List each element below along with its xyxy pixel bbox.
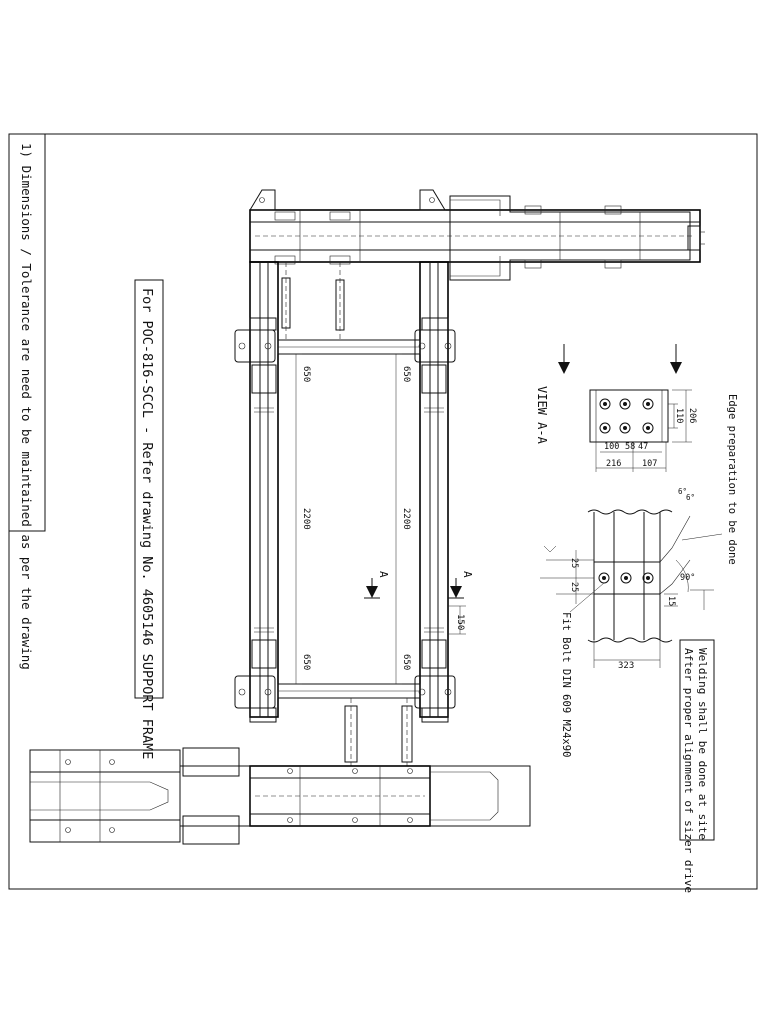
- reference-note: For POC-816-SCCL - Refer drawing No. 460…: [139, 288, 155, 759]
- view-aa-plate: [589, 389, 669, 443]
- angle-6-upper: 6°: [686, 493, 695, 502]
- general-note: 1) Dimensions / Tolerance are need to be…: [19, 143, 34, 670]
- dim-206: 206: [687, 408, 697, 423]
- dim-2200-right: 2200: [401, 508, 411, 530]
- dim-25-lower: 25: [569, 582, 579, 592]
- view-aa-arrows: [558, 344, 682, 374]
- dim-650-upper-left: 650: [301, 366, 311, 382]
- dim-58: 58: [625, 442, 635, 452]
- dim-150: 150: [455, 614, 465, 630]
- support-frame-plan: [29, 189, 705, 845]
- view-aa-dim-lines: [595, 389, 692, 472]
- angle-6-lower: 6°: [678, 487, 687, 496]
- weld-detail: [587, 509, 691, 643]
- dim-110: 110: [674, 408, 684, 423]
- dim-100: 100: [604, 442, 619, 452]
- dim-650-lower-left: 650: [301, 654, 311, 670]
- dim-323: 323: [618, 661, 634, 671]
- dim-150-lines: [448, 605, 466, 635]
- welding-note-box: [679, 639, 715, 841]
- section-label-a-right: A: [461, 571, 474, 578]
- dim-650-lower-right: 650: [401, 654, 411, 670]
- welding-note-line2: After proper alignment of sizer drive: [682, 648, 695, 893]
- dim-25-upper: 25: [569, 558, 579, 568]
- edge-preparation-note: Edge preparation to be done: [726, 394, 738, 565]
- dim-650-upper-right: 650: [401, 366, 411, 382]
- angle-90: 90°: [680, 573, 695, 583]
- section-label-a-left: A: [377, 571, 390, 578]
- dim-15: 15: [666, 596, 676, 606]
- dim-216: 216: [606, 459, 621, 469]
- frame-dimension-lines: [290, 353, 402, 685]
- dim-107: 107: [642, 459, 657, 469]
- view-aa-label: VIEW A-A: [535, 386, 549, 445]
- weld-detail-dim-lines: [540, 545, 714, 668]
- section-marker-a-left: [364, 578, 380, 599]
- dim-47: 47: [638, 442, 648, 452]
- bolt-note: Fit Bolt DIN 609 M24x90: [560, 612, 572, 757]
- drawing-border: [8, 133, 758, 890]
- reference-note-box: [134, 279, 164, 699]
- welding-note-line1: Welding shall be done at site: [696, 648, 709, 840]
- dim-2200-left: 2200: [301, 508, 311, 530]
- general-note-box: [8, 133, 46, 532]
- section-marker-a-right: [448, 578, 464, 599]
